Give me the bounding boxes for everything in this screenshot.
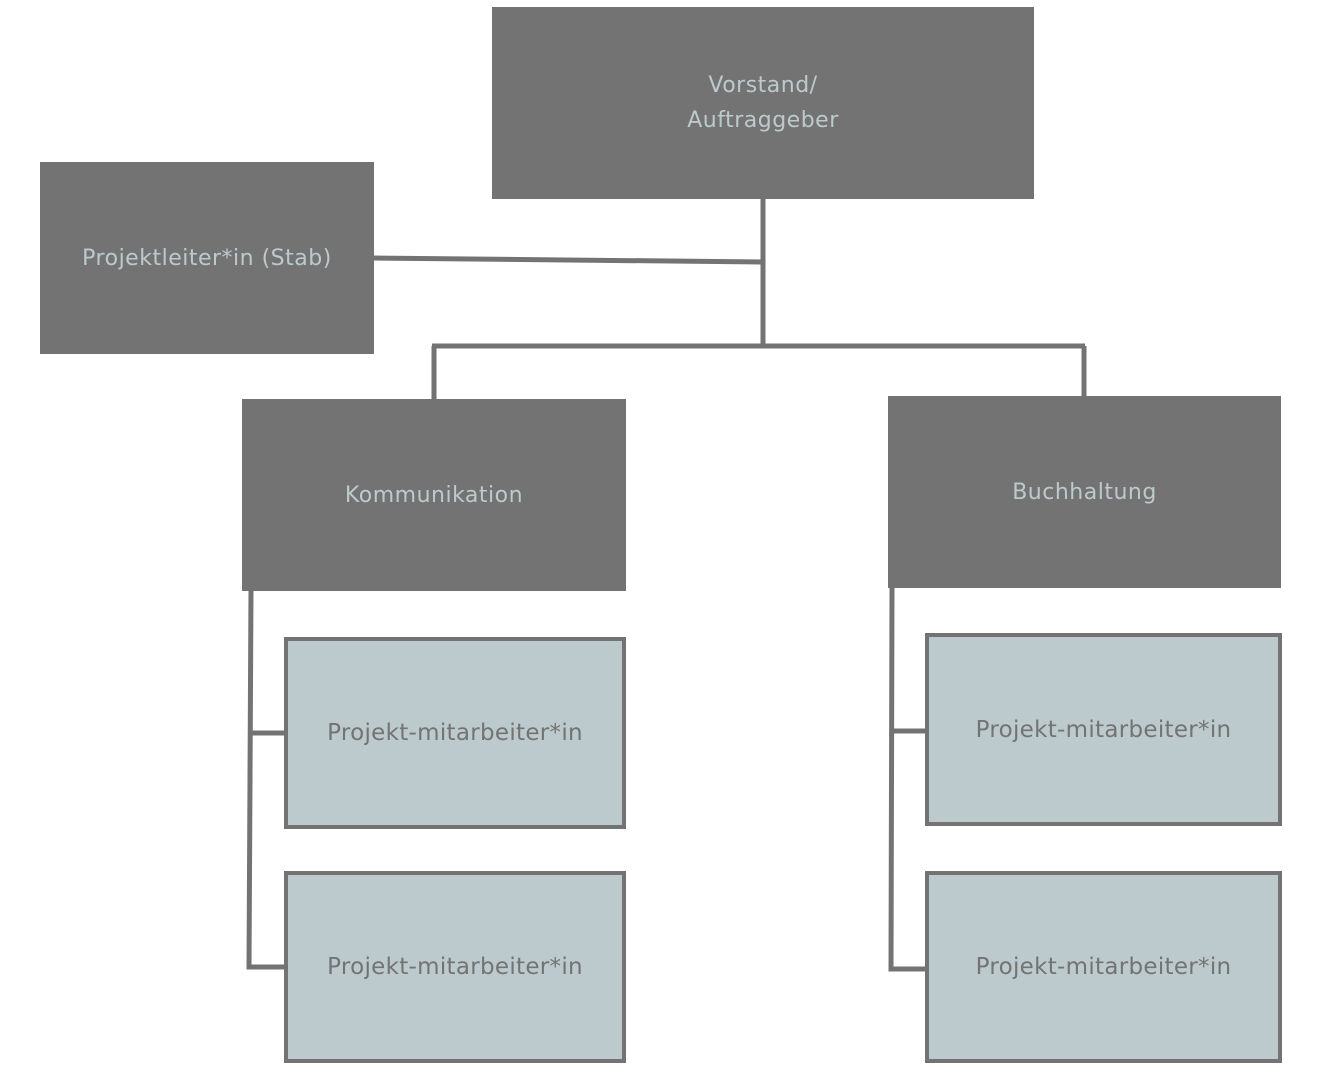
node-vorstand[interactable]: Vorstand/ Auftraggeber <box>492 7 1034 199</box>
node-buchhaltung[interactable]: Buchhaltung <box>888 396 1281 588</box>
connector-buchhaltung-spine <box>888 587 927 972</box>
node-buch-mitarbeiter-1[interactable]: Projekt-mitarbeiter*in <box>925 633 1282 826</box>
node-kommunikation-label: Kommunikation <box>344 482 524 508</box>
node-buch-mitarbeiter-2[interactable]: Projekt-mitarbeiter*in <box>925 871 1282 1063</box>
connector-staff <box>373 255 764 265</box>
node-komm-mitarbeiter-2-label: Projekt-mitarbeiter*in <box>327 954 583 980</box>
node-komm-mitarbeiter-1-label: Projekt-mitarbeiter*in <box>327 720 583 746</box>
node-buchhaltung-label: Buchhaltung <box>1012 479 1157 505</box>
node-vorstand-label-line2: Auftraggeber <box>687 108 839 133</box>
node-kommunikation[interactable]: Kommunikation <box>242 399 626 591</box>
node-projektleiter-label: Projektleiter*in (Stab) <box>82 245 332 271</box>
connector-kommunikation-spine <box>246 589 286 970</box>
node-buch-mitarbeiter-2-label: Projekt-mitarbeiter*in <box>975 954 1232 980</box>
node-komm-mitarbeiter-2[interactable]: Projekt-mitarbeiter*in <box>284 871 626 1063</box>
node-projektleiter[interactable]: Projektleiter*in (Stab) <box>40 162 374 354</box>
node-vorstand-label-line1: Vorstand/ <box>708 73 818 98</box>
node-komm-mitarbeiter-1[interactable]: Projekt-mitarbeiter*in <box>284 637 626 829</box>
node-buch-mitarbeiter-1-label: Projekt-mitarbeiter*in <box>975 716 1232 743</box>
